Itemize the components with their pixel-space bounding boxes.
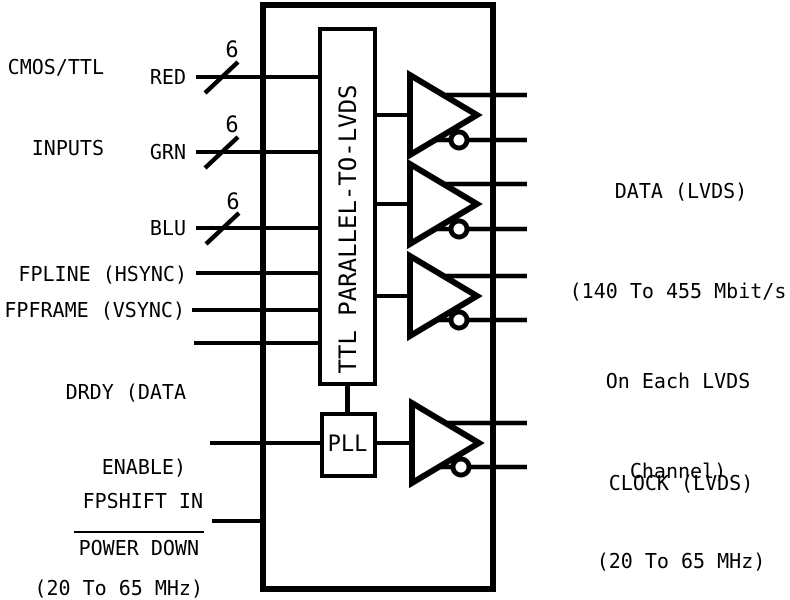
clock-driver-triangle: [409, 397, 485, 489]
drdy-label-line1: DRDY (DATA: [65, 380, 186, 404]
blu-bus-slash: [204, 211, 241, 246]
data-lvds-output-label: DATA (LVDS): [614, 179, 748, 203]
driver1-inverting-bubble: [448, 129, 470, 151]
lvds-driver-symbol-1: [407, 69, 483, 161]
clock-lvds-label-line2: (20 To 65 MHz): [596, 549, 766, 573]
data-rate-note: (140 To 455 Mbit/s On Each LVDS Channel): [558, 216, 790, 546]
grn-bus-width-label: 6: [225, 113, 239, 138]
pll-box: [320, 412, 377, 478]
clock-lvds-label-line1: CLOCK (LVDS): [608, 471, 754, 495]
driver3-triangle: [407, 250, 483, 342]
driver-symbols: [407, 69, 485, 489]
grn-bus-slash: [203, 135, 240, 170]
red-pin-label: RED: [149, 65, 186, 89]
power-down-pin-label: POWER DOWN: [0, 505, 204, 587]
data-rate-note-line1: (140 To 455 Mbit/s: [569, 279, 787, 303]
fpshift-pin-label: FPSHIFT IN (20 To 65 MHz): [0, 429, 203, 600]
driver2-inverting-bubble: [448, 218, 470, 240]
drdy-label-line2: ENABLE): [101, 455, 186, 479]
chip-outline-box: [260, 2, 496, 592]
serializer-box: [318, 27, 377, 386]
drdy-pin-label: DRDY (DATA ENABLE): [0, 330, 186, 530]
red-bus-width-label: 6: [225, 38, 239, 63]
clock-driver-symbol: [409, 397, 485, 489]
input-wires: [192, 75, 414, 523]
clock-driver-inverting-bubble: [450, 456, 472, 478]
red-bus-slash: [203, 60, 240, 95]
cmos-ttl-label-line1: CMOS/TTL: [7, 55, 104, 79]
serializer-block-label: TTL PARALLEL-TO-LVDS: [334, 84, 362, 374]
data-rate-note-line2: On Each LVDS: [605, 369, 751, 393]
driver3-inverting-bubble: [448, 309, 470, 331]
cmos-ttl-inputs-group-label: CMOS/TTL INPUTS: [0, 0, 104, 216]
driver1-triangle: [407, 69, 483, 161]
blu-bus-width-label: 6: [226, 190, 240, 215]
grn-pin-label: GRN: [149, 140, 186, 164]
lvds-driver-symbol-3: [407, 250, 483, 342]
blu-pin-label: BLU: [149, 216, 186, 240]
power-down-label-text: POWER DOWN: [73, 531, 204, 561]
fpline-pin-label: FPLINE (HSYNC): [18, 262, 187, 286]
lvds-driver-symbol-2: [407, 158, 483, 250]
fpshift-label-line2: (20 To 65 MHz): [34, 576, 203, 600]
cmos-ttl-label-line2: INPUTS: [31, 136, 104, 160]
data-rate-note-line3: Channel): [629, 459, 727, 483]
driver2-triangle: [407, 158, 483, 250]
bus-slashes: [203, 60, 241, 246]
fpshift-label-line1: FPSHIFT IN: [82, 489, 203, 513]
fpframe-pin-label: FPFRAME (VSYNC): [4, 298, 185, 322]
pll-block-label: PLL: [327, 432, 368, 457]
clock-lvds-output-label: CLOCK (LVDS) (20 To 65 MHz): [561, 418, 790, 600]
